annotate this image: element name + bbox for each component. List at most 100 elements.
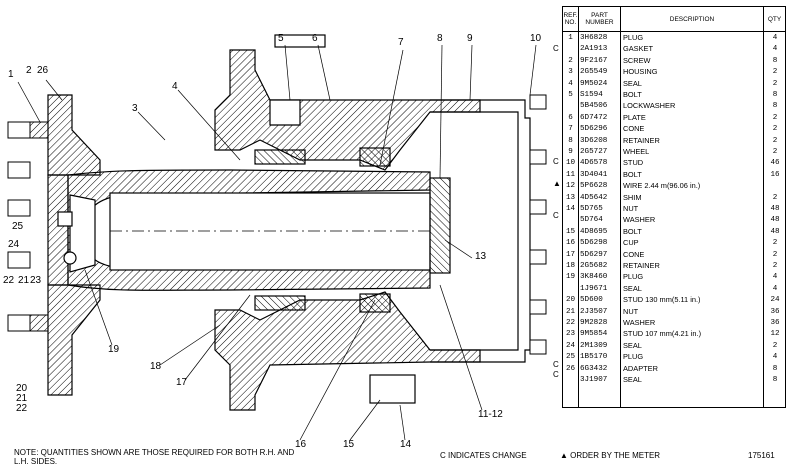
qty-cell: 2	[772, 136, 778, 145]
qty-cell: 8	[772, 56, 778, 65]
change-legend: C INDICATES CHANGE	[440, 451, 527, 460]
callout-1: 1	[8, 69, 14, 80]
description-cell: CONE	[623, 249, 645, 259]
part-number-cell: 5P6628	[580, 182, 608, 191]
ref-no-cell: 2	[568, 56, 573, 65]
qty-cell: 2	[772, 262, 778, 270]
qty-cell: 4	[772, 34, 778, 42]
description-cell: RETAINER	[623, 135, 660, 145]
part-number-cell: 2M1309	[580, 341, 608, 350]
ref-no-cell: 12	[565, 182, 576, 191]
part-number-cell: 5D6296	[580, 125, 608, 134]
qty-cell: 2	[772, 148, 778, 156]
callout-5: 5	[278, 33, 284, 44]
ref-no-cell: 13	[565, 193, 576, 202]
part-number-cell: 9M2828	[580, 319, 608, 327]
description-cell: STUD	[623, 158, 644, 168]
callout-21b: 21	[16, 393, 28, 404]
part-number-cell: 3D6208	[580, 136, 608, 145]
ref-no-cell: 3	[568, 68, 573, 77]
qty-cell: 8	[772, 91, 778, 99]
callout-21: 21	[18, 275, 30, 286]
description-cell: PLUG	[623, 272, 644, 282]
ref-no-cell: 17	[565, 250, 576, 259]
qty-cell: 8	[772, 376, 778, 384]
qty-cell: 48	[770, 216, 780, 225]
wheel-rim	[429, 99, 531, 363]
qty-cell: 12	[770, 330, 780, 339]
callout-24: 24	[8, 239, 20, 250]
description-cell: PLUG	[623, 352, 644, 362]
callout-7: 7	[398, 37, 404, 48]
callout-2: 2	[26, 65, 32, 76]
change-marker: C	[553, 44, 559, 53]
ref-no-cell: 8	[568, 136, 573, 145]
description-cell: STUD 107 mm(4.21 in.)	[623, 329, 702, 339]
ref-no-cell: 26	[565, 364, 576, 373]
part-number-cell: 5B4506	[580, 102, 608, 111]
ref-no-cell: 19	[565, 273, 576, 282]
callout-26: 26	[37, 65, 49, 76]
part-number-cell: 3J1907	[580, 376, 608, 384]
part-number-cell: 4D5642	[580, 193, 608, 202]
part-number-cell: 3D4041	[580, 170, 608, 179]
header-description: DESCRIPTION	[621, 7, 764, 31]
qty-cell: 36	[770, 319, 780, 327]
part-number-cell: 5D6298	[580, 239, 608, 248]
part-number-cell: 2A1913	[580, 45, 608, 54]
final-drive-cross-section-drawing	[7, 34, 547, 441]
qty-cell: 2	[772, 125, 778, 134]
callout-10: 10	[530, 33, 542, 44]
callout-19: 19	[108, 344, 120, 355]
rim-studs-right	[529, 94, 547, 355]
qty-cell: 8	[772, 364, 778, 373]
part-number-cell: 2G5549	[580, 68, 608, 77]
description-cell: BOLT	[623, 90, 642, 99]
qty-cell: 4	[772, 284, 778, 293]
part-number-cell: 1B5170	[580, 353, 608, 362]
change-marker: C	[553, 370, 559, 379]
description-cell: GASKET	[623, 44, 653, 54]
part-number-cell: 9M5854	[580, 330, 608, 339]
part-number-cell: 3K8460	[580, 273, 608, 282]
callout-17: 17	[176, 377, 188, 388]
part-number-cell: 9M5024	[580, 79, 608, 88]
housing-flange	[47, 94, 101, 396]
description-cell: PLUG	[623, 33, 644, 42]
description-cell: SEAL	[623, 340, 642, 350]
callout-23: 23	[30, 275, 42, 286]
ref-no-cell: 6	[568, 113, 573, 122]
ref-no-cell: 25	[565, 353, 576, 362]
description-cell: STUD 130 mm(5.11 in.)	[623, 295, 701, 305]
quantity-note: NOTE: QUANTITIES SHOWN ARE THOSE REQUIRE…	[14, 448, 295, 466]
callout-25: 25	[12, 221, 24, 232]
description-cell: SCREW	[623, 55, 651, 65]
description-cell: SEAL	[623, 283, 642, 293]
part-number-cell: 2G5727	[580, 148, 608, 156]
description-cell: NUT	[623, 204, 639, 213]
ref-no-cell: 18	[565, 262, 576, 270]
description-cell: SHIM	[623, 192, 642, 202]
description-cell: WASHER	[623, 215, 656, 225]
callout-22: 22	[3, 275, 15, 286]
qty-cell: 2	[772, 239, 778, 248]
callout-15: 15	[343, 439, 355, 450]
description-cell: WIRE 2.44 m(96.06 in.)	[623, 181, 701, 191]
qty-cell: 46	[770, 159, 780, 168]
ref-no-cell: 7	[568, 125, 573, 134]
qty-cell: 4	[772, 273, 778, 282]
